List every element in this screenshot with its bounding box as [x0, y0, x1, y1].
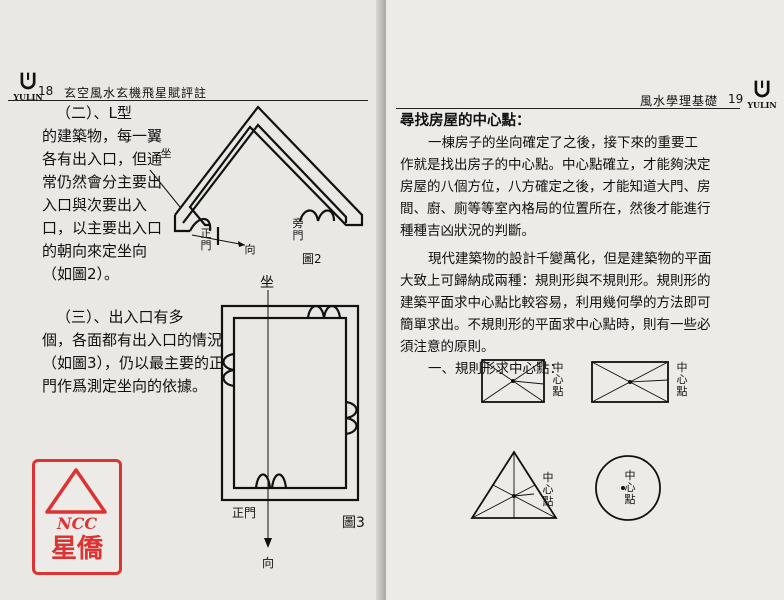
publisher-logo: ᕫ YULIN [8, 69, 48, 102]
square-shape [481, 359, 545, 403]
stamp-text-bottom: 星僑 [50, 534, 103, 564]
running-title: 玄空風水玄機飛星賦評註 [64, 86, 208, 100]
text-line: 簡單求出。不規則形的平面求中心點時，則有一些必 [400, 317, 711, 333]
center-point-label: 中心點 [624, 469, 636, 506]
fig2-facing-label: 向 [244, 243, 256, 256]
text-line: 大致上可歸納成兩種：規則形與不規則形。規則形的 [400, 273, 711, 289]
center-point-label: 中心點 [552, 361, 564, 398]
paragraph-plan-types: 現代建築物的設計千變萬化，但是建築物的平面 大致上可歸納成兩種：規則形與不規則形… [400, 248, 712, 358]
text-line: 建築平面求中心點比較容易，利用幾何學的方法即可 [400, 295, 711, 311]
logo-text: YULIN [13, 92, 43, 102]
paragraph-l-shape: （二）、L型 的建築物，每一翼 各有出入口，但通 常仍然會分主要出 入口與次要出… [42, 102, 162, 286]
center-point-label: 中心點 [542, 471, 554, 508]
fig3-caption: 圖3 [342, 515, 365, 531]
figure-3-multi-entrance-plan [220, 290, 360, 548]
text-line: 須注意的原則。 [400, 339, 495, 355]
center-point-label: 中心點 [676, 361, 688, 398]
geometry-center-diagrams [470, 359, 669, 521]
header-rule [8, 100, 368, 101]
text-line: 作就是找出房子的中心點。中心點確立，才能夠決定 [400, 157, 711, 173]
stamp-text-top: NCC [56, 514, 98, 533]
text-line: （二）、L型 [56, 104, 132, 122]
page-number: 19 [728, 92, 744, 106]
publisher-logo-icon: ᕫ [753, 77, 771, 103]
text-line: 的建築物，每一翼 [42, 127, 163, 145]
page-number: 18 [38, 84, 54, 98]
text-line: 種種吉凶狀況的判斷。 [400, 223, 535, 239]
text-line: 各有出入口，但通 [42, 150, 163, 168]
fig2-side-door-label: 旁門 [292, 217, 304, 242]
text-line: （如圖3），仍以最主要的正 [42, 354, 225, 372]
text-line: （三）、出入口有多 [56, 308, 184, 326]
rectangle-shape [591, 361, 669, 403]
publisher-logo-icon: ᕫ [19, 69, 37, 95]
right-page: 風水學理基礎 19 ᕫ YULIN 尋找房屋的中心點： 一棟房子的坐向確定了之後… [386, 0, 784, 600]
text-line: （如圖2）。 [42, 265, 120, 283]
text-line: 一棟房子的坐向確定了之後，接下來的重要工 [428, 135, 698, 151]
left-page: ᕫ YULIN 18 玄空風水玄機飛星賦評註 （二）、L型 的建築物，每一翼 各… [0, 0, 386, 600]
fig3-facing-label: 向 [262, 556, 275, 570]
text-line: 的朝向來定坐向 [42, 242, 148, 260]
circle-shape [595, 455, 661, 521]
paragraph-multi-entrance: （三）、出入口有多 個，各面都有出入口的情況 （如圖3），仍以最主要的正 門作爲… [42, 306, 224, 398]
fig2-sitting-label: 坐 [160, 147, 172, 160]
text-line: 房屋的八個方位，八方確定之後，才能知道大門、房 [400, 179, 711, 195]
text-line: 間、廚、廁等等室內格局的位置所在，然後才能進行 [400, 201, 711, 217]
publisher-logo: ᕫ YULIN [742, 77, 782, 110]
text-line: 常仍然會分主要出 [42, 173, 163, 191]
fig2-caption: 圖2 [302, 252, 322, 266]
section-heading: 尋找房屋的中心點： [400, 113, 531, 129]
text-line: 入口與次要出入 [42, 196, 148, 214]
logo-text: YULIN [747, 100, 777, 110]
header-rule [396, 108, 740, 109]
text-line: 個，各面都有出入口的情況 [42, 331, 223, 349]
stamp-triangle-icon [45, 468, 107, 514]
red-seal-stamp: NCC 星僑 [32, 459, 122, 575]
running-title: 風水學理基礎 [640, 94, 719, 108]
fig3-main-door-label: 正門 [232, 506, 257, 520]
text-line: 門作爲測定坐向的依據。 [42, 377, 208, 395]
figure-2-l-shape-plan [149, 105, 364, 247]
fig3-sitting-label: 坐 [260, 275, 274, 291]
paragraph-center-point: 一棟房子的坐向確定了之後，接下來的重要工 作就是找出房子的中心點。中心點確立，才… [400, 132, 711, 242]
text-line: 口，以主要出入口 [42, 219, 163, 237]
text-line: 現代建築物的設計千變萬化，但是建築物的平面 [428, 251, 712, 267]
fig2-main-door-label: 正門 [200, 227, 212, 252]
